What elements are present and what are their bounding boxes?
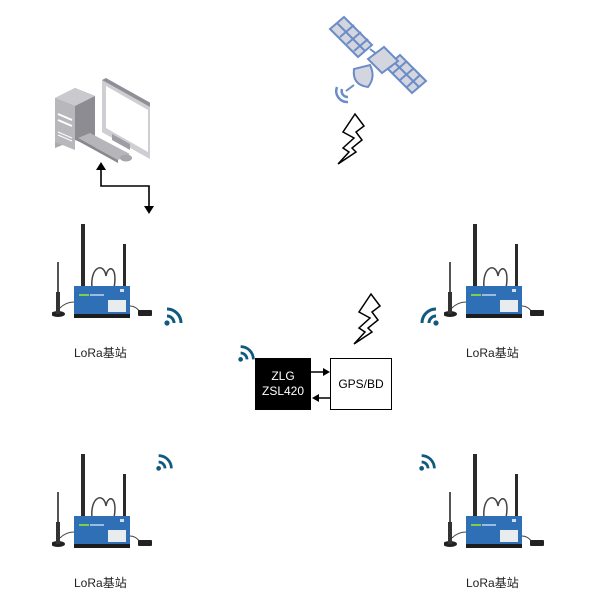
lora-base-station bbox=[443, 452, 554, 562]
wireless-signal-icon bbox=[164, 307, 183, 326]
base-station-label: LoRa基站 bbox=[466, 576, 519, 590]
wireless-signal-icon bbox=[156, 454, 173, 471]
lora-gateway-device-icon bbox=[443, 224, 544, 318]
lora-gateway-device-icon bbox=[51, 224, 152, 318]
zlg-zsl420-module: ZLG ZSL420 bbox=[255, 358, 311, 410]
module-name-line1: ZLG bbox=[271, 369, 295, 383]
lora-gateway-device-icon bbox=[443, 454, 544, 548]
base-station-label: LoRa基站 bbox=[74, 576, 127, 590]
computer-link-arrow bbox=[96, 162, 154, 214]
wireless-signal-icon bbox=[420, 307, 439, 326]
base-station-label: LoRa基站 bbox=[74, 346, 127, 360]
base-station-label: LoRa基站 bbox=[466, 346, 519, 360]
lora-base-station bbox=[51, 222, 162, 332]
wireless-signal-icon bbox=[238, 345, 255, 362]
lightning-signal-icon bbox=[337, 112, 366, 165]
desktop-computer-icon bbox=[55, 78, 150, 163]
lora-base-station bbox=[443, 222, 554, 332]
satellite-icon bbox=[328, 15, 428, 104]
lora-base-station bbox=[51, 452, 162, 562]
lora-gateway-device-icon bbox=[51, 454, 152, 548]
wireless-signal-icon bbox=[419, 454, 436, 471]
module-link-arrows bbox=[311, 368, 331, 402]
module-name-line2: ZSL420 bbox=[261, 384, 305, 398]
gps-module-label: GPS/BD bbox=[338, 377, 384, 391]
lightning-signal-icon bbox=[353, 292, 382, 345]
gps-bd-module: GPS/BD bbox=[330, 358, 392, 410]
